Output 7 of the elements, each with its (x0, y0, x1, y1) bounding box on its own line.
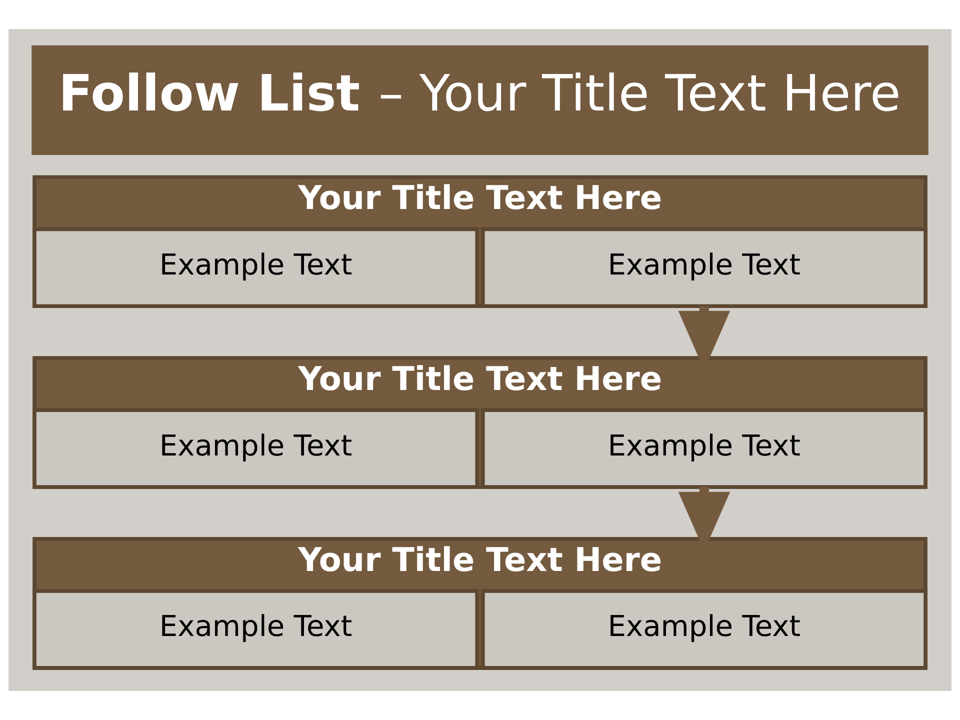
node-box: Example Text (480, 408, 928, 489)
node-box: Example Text (32, 408, 480, 489)
diagram-title: Follow List – Your Title Text Here (58, 64, 901, 122)
node-box: Example Text (32, 589, 480, 670)
node-box: Example Text (480, 227, 928, 308)
node-box: Example Text (32, 227, 480, 308)
node-box: Example Text (480, 589, 928, 670)
